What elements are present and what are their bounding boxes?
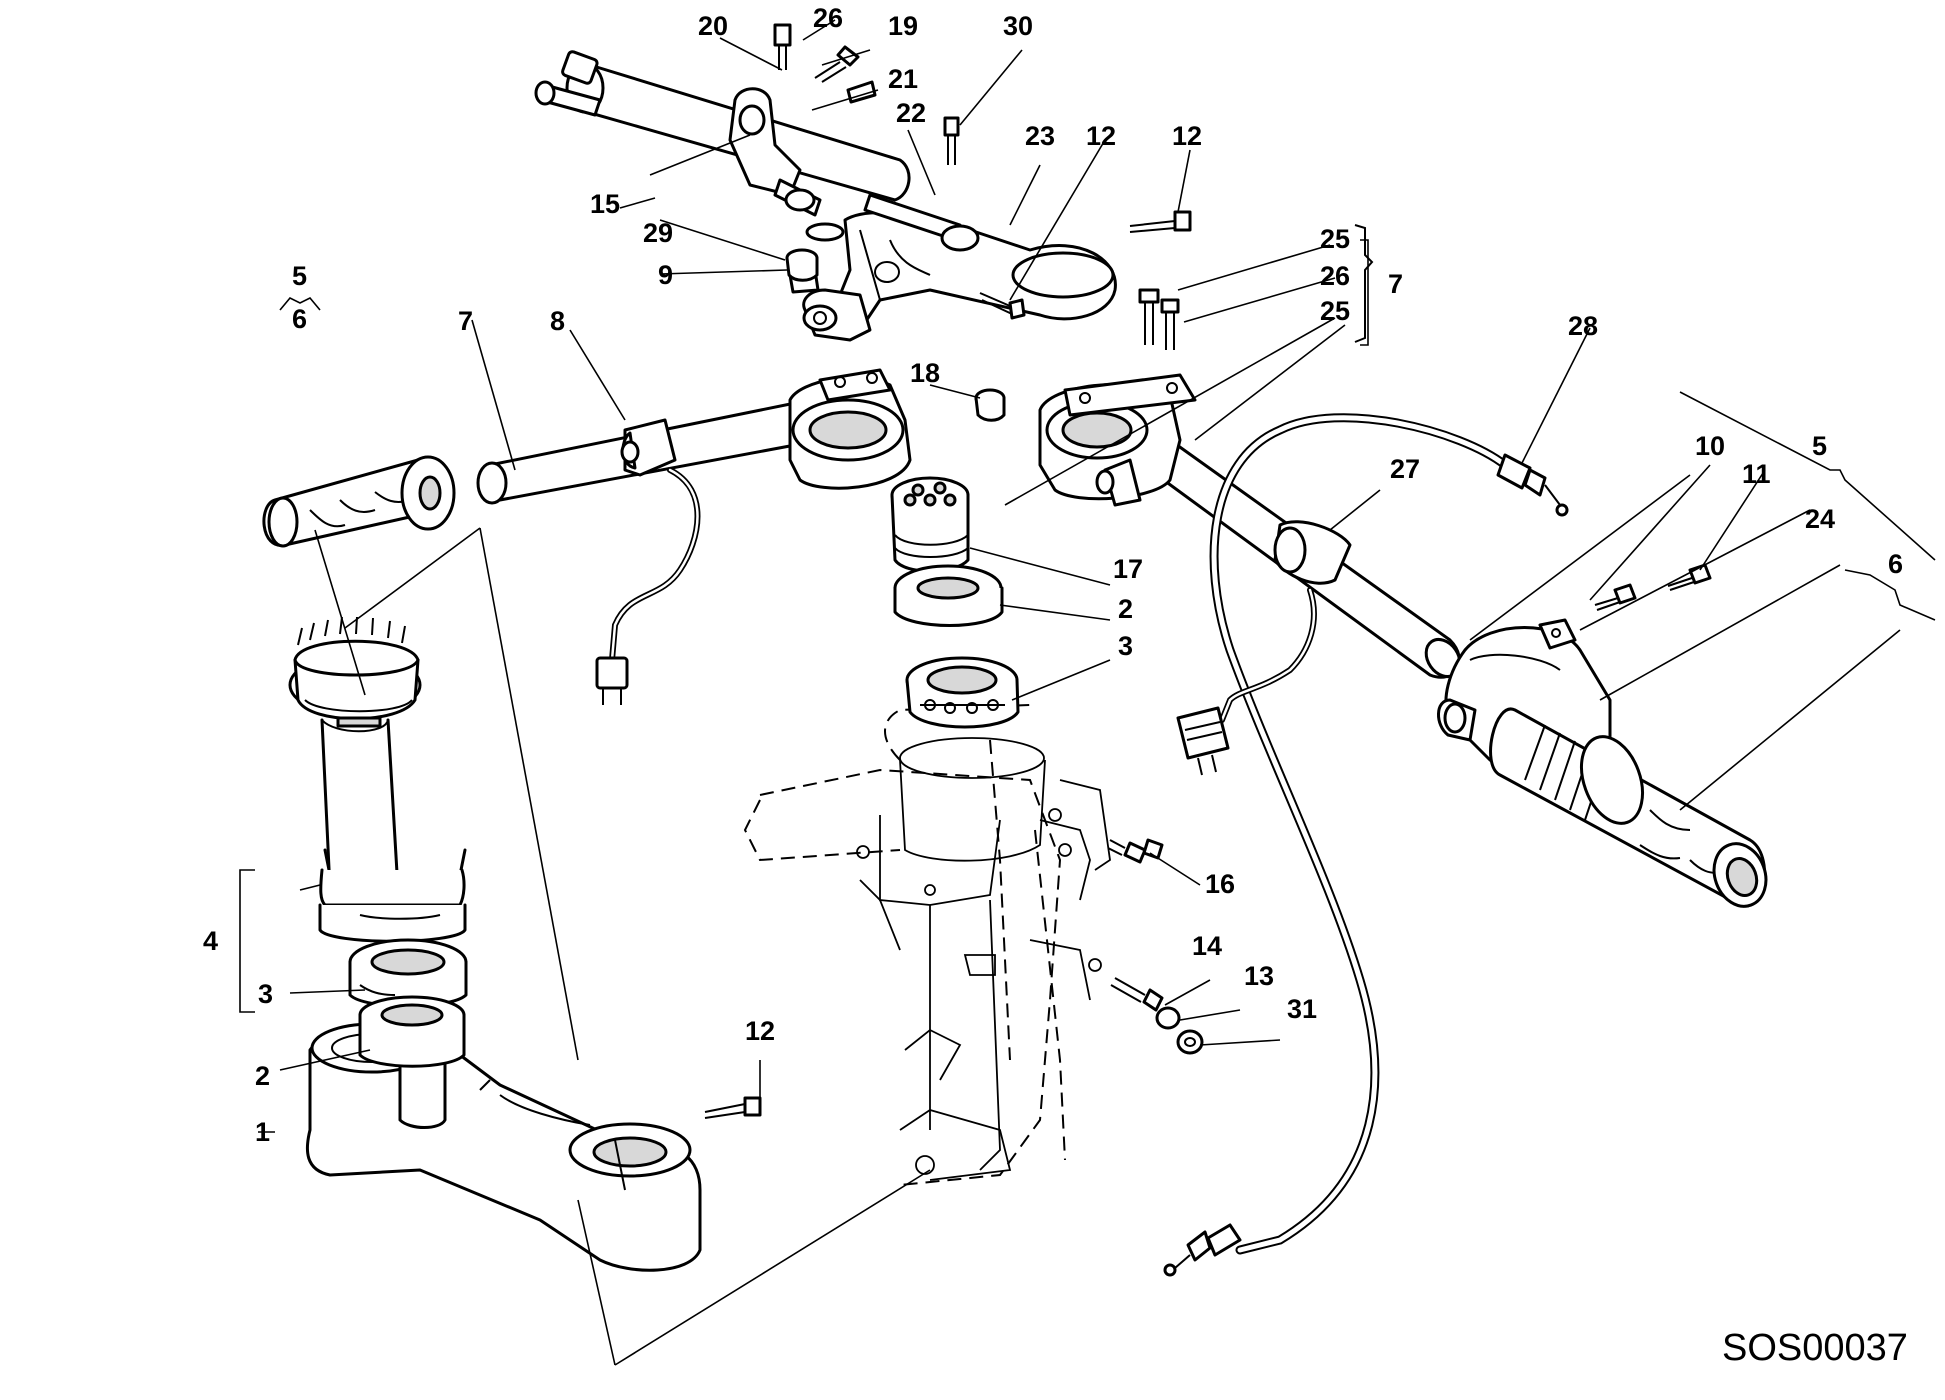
label-1: 1 [255,1117,270,1147]
label-25-top: 25 [1320,224,1350,254]
throttle-cable [1163,413,1569,1277]
label-31: 31 [1287,994,1317,1024]
label-12-lower: 12 [745,1016,775,1046]
label-26-right: 26 [1320,261,1350,291]
right-grip [1489,707,1768,908]
label-5-left: 5 [292,261,307,291]
label-6-left: 6 [292,304,307,334]
right-switch-wire [1176,587,1317,776]
small-parts-center [785,248,1006,422]
lower-triple-clamp [305,1022,702,1272]
drawing-code: SOS00037 [1722,1327,1908,1369]
center-bearing-3 [905,656,1020,729]
bolts-lower-right [704,838,1204,1119]
label-30: 30 [1003,11,1033,41]
label-5-right: 5 [1812,431,1827,461]
left-handlebar [476,368,912,505]
label-15: 15 [590,189,620,219]
label-2-lower: 2 [255,1061,270,1091]
throttle-housing [1437,618,1612,772]
label-12-top-left: 12 [1086,121,1116,151]
label-24: 24 [1805,504,1835,534]
upper-triple-clamp [802,211,1117,342]
label-20: 20 [698,11,728,41]
center-seal-2 [893,564,1004,627]
right-handlebar [1038,373,1462,679]
left-switch-wire [595,467,701,705]
left-grip [262,455,456,548]
label-3-center: 3 [1118,631,1133,661]
label-13: 13 [1244,961,1274,991]
label-8: 8 [550,306,565,336]
label-9: 9 [658,260,673,290]
label-4: 4 [203,926,218,956]
label-10: 10 [1695,431,1725,461]
steering-damper [534,50,980,252]
part-labels: 1 2 3 4 5 6 7 8 9 29 15 20 26 19 21 22 3… [203,3,1908,1369]
label-7-right: 7 [1388,269,1403,299]
label-22: 22 [896,98,926,128]
label-16: 16 [1205,869,1235,899]
label-26-top: 26 [813,3,843,33]
lower-bearing-3 [348,938,468,1008]
label-27: 27 [1390,454,1420,484]
label-14: 14 [1192,931,1222,961]
lower-seal-2 [358,995,466,1068]
label-17: 17 [1113,554,1143,584]
bolts-right [1138,288,1180,350]
label-3-lower: 3 [258,979,273,1009]
leader-lines [239,19,1936,1366]
label-29: 29 [643,218,673,248]
steering-stem-tube [288,616,467,943]
label-21: 21 [888,64,918,94]
frame-head-tube-ghost [743,704,1111,1186]
label-25-bottom: 25 [1320,296,1350,326]
label-18: 18 [910,358,940,388]
center-stem-nut-17 [890,476,970,573]
label-6-right: 6 [1888,549,1903,579]
label-2-center: 2 [1118,594,1133,624]
label-28: 28 [1568,311,1598,341]
label-19: 19 [888,11,918,41]
label-11: 11 [1742,459,1771,489]
label-23: 23 [1025,121,1055,151]
label-12-top-right: 12 [1172,121,1202,151]
label-7-left: 7 [458,306,473,336]
brackets [1354,224,1374,343]
